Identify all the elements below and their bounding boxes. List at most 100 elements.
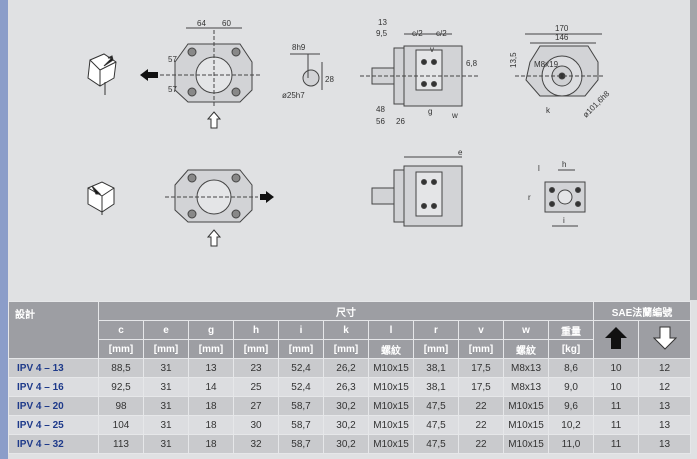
sae-flange-header: SAE法蘭編號 <box>593 301 692 321</box>
table-cell: M10x15 <box>503 396 549 416</box>
dim-56: 56 <box>376 117 385 126</box>
dim-57-top: 57 <box>168 55 177 64</box>
dim-m8x19: M8x19 <box>534 60 559 69</box>
unit-header-3: [mm] <box>233 339 279 359</box>
dim-key: 8h9 <box>292 43 306 52</box>
dim-170: 170 <box>555 24 569 33</box>
dim-146: 146 <box>555 33 569 42</box>
table-cell: 32 <box>233 434 279 454</box>
dim-shaft: ø25h7 <box>282 91 305 100</box>
table-cell: 47,5 <box>413 396 459 416</box>
dim-h: h <box>562 160 566 169</box>
table-cell: 26,3 <box>323 377 369 397</box>
table-cell: 58,7 <box>278 415 324 435</box>
table-cell: 11 <box>593 434 640 454</box>
suction-port-arrow-icon <box>638 320 692 359</box>
pump-side-view-bottom <box>371 156 463 227</box>
model-name: IPV 4 – 13 <box>8 358 99 378</box>
table-cell: 113 <box>98 434 144 454</box>
column-header-5: k <box>323 320 369 340</box>
model-name: IPV 4 – 25 <box>8 415 99 435</box>
inlet-arrow-icon <box>206 229 222 247</box>
table-cell: 13 <box>638 434 692 454</box>
dim-13-5: 13,5 <box>509 52 518 68</box>
pressure-port-arrow-icon <box>593 320 640 359</box>
unit-header-8: [mm] <box>458 339 504 359</box>
table-cell: 11 <box>593 415 640 435</box>
dim-l: l <box>538 164 540 173</box>
table-cell: 26,2 <box>323 358 369 378</box>
column-header-0: c <box>98 320 144 340</box>
pump-end-view <box>515 33 605 97</box>
table-cell: M8x13 <box>503 358 549 378</box>
model-name: IPV 4 – 16 <box>8 377 99 397</box>
dim-57-bottom: 57 <box>168 85 177 94</box>
table-cell: M8x13 <box>503 377 549 397</box>
table-cell: 31 <box>143 415 189 435</box>
table-cell: 22 <box>458 415 504 435</box>
column-header-7: r <box>413 320 459 340</box>
dim-c-half-2: c/2 <box>436 29 447 38</box>
table-cell: 98 <box>98 396 144 416</box>
rotation-cube-icon-clockwise <box>87 53 117 95</box>
table-cell: 30 <box>233 415 279 435</box>
table-cell: M10x15 <box>368 358 414 378</box>
unit-header-5: [mm] <box>323 339 369 359</box>
dim-c-half-1: c/2 <box>412 29 423 38</box>
table-cell: 22 <box>458 396 504 416</box>
column-header-8: v <box>458 320 504 340</box>
dim-e: e <box>458 148 463 157</box>
table-cell: 18 <box>188 434 234 454</box>
table-cell: 23 <box>233 358 279 378</box>
unit-header-10: [kg] <box>547 339 595 359</box>
table-cell: 38,1 <box>413 358 459 378</box>
table-cell: 17,5 <box>458 377 504 397</box>
dim-i: i <box>563 216 565 225</box>
table-cell: 10,2 <box>547 415 595 435</box>
column-header-3: h <box>233 320 279 340</box>
table-cell: 47,5 <box>413 415 459 435</box>
table-cell: 30,2 <box>323 434 369 454</box>
pump-side-view-top <box>360 33 480 107</box>
dim-k: k <box>546 106 551 115</box>
rotation-cube-icon-counterclockwise <box>87 181 115 215</box>
table-cell: 52,4 <box>278 358 324 378</box>
table-cell: 58,7 <box>278 396 324 416</box>
pump-front-view-top <box>160 27 262 108</box>
dim-9-5: 9,5 <box>376 29 388 38</box>
table-cell: 8,6 <box>547 358 595 378</box>
table-cell: 58,7 <box>278 434 324 454</box>
model-name: IPV 4 – 32 <box>8 434 99 454</box>
table-cell: 30,2 <box>323 396 369 416</box>
dim-64: 64 <box>197 19 206 28</box>
dim-6-8: 6,8 <box>466 59 478 68</box>
shaft-key-view <box>290 53 323 90</box>
table-cell: 13 <box>638 415 692 435</box>
table-cell: 31 <box>143 396 189 416</box>
column-header-2: g <box>188 320 234 340</box>
table-cell: 38,1 <box>413 377 459 397</box>
table-cell: 10 <box>593 377 640 397</box>
dim-28: 28 <box>325 75 334 84</box>
design-header: 設計 <box>8 301 99 359</box>
column-header-1: e <box>143 320 189 340</box>
table-cell: M10x15 <box>368 377 414 397</box>
table-cell: 18 <box>188 415 234 435</box>
table-cell: 31 <box>143 377 189 397</box>
unit-header-9: 螺紋 <box>503 339 549 359</box>
dim-v: v <box>430 45 434 54</box>
dim-13: 13 <box>378 18 387 27</box>
table-cell: 18 <box>188 396 234 416</box>
table-cell: 31 <box>143 434 189 454</box>
table-cell: 47,5 <box>413 434 459 454</box>
table-cell: 92,5 <box>98 377 144 397</box>
dim-26: 26 <box>396 117 405 126</box>
column-header-9: w <box>503 320 549 340</box>
left-accent-strip <box>0 0 8 459</box>
